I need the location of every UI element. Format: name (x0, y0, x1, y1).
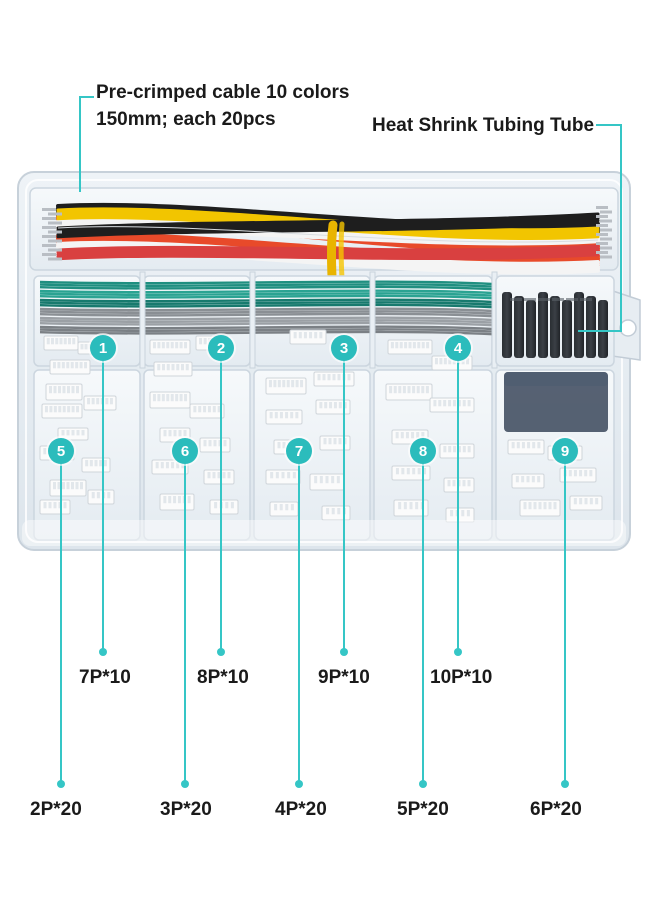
callout-line-2 (220, 361, 222, 652)
callout-dot-5 (57, 780, 65, 788)
compartment-marker-7: 7 (286, 438, 312, 464)
callout-dot-4 (454, 648, 462, 656)
callout-line-9 (564, 464, 566, 784)
cable-callout-horizontal (80, 96, 94, 98)
shrink-callout-vertical (620, 124, 622, 330)
cable-callout-vertical (79, 96, 81, 192)
shrink-callout-horizontal (596, 124, 622, 126)
compartment-label-6: 3P*20 (160, 799, 212, 820)
compartment-label-2: 8P*10 (197, 667, 249, 688)
callout-line-8 (422, 464, 424, 784)
heat-shrink-label: Heat Shrink Tubing Tube (372, 115, 595, 136)
compartment-marker-4: 4 (445, 335, 471, 361)
callout-line-4 (457, 361, 459, 652)
callout-dot-9 (561, 780, 569, 788)
compartment-marker-6: 6 (172, 438, 198, 464)
callout-dot-3 (340, 648, 348, 656)
cable-label-line2: 150mm; each 20pcs (96, 109, 276, 130)
callout-line-1 (102, 361, 104, 652)
heat-shrink-compartment (495, 275, 615, 367)
cable-label-line1: Pre-crimped cable 10 colors (96, 82, 350, 103)
compartment-label-8: 5P*20 (397, 799, 449, 820)
compartment-marker-9: 9 (552, 438, 578, 464)
compartment-label-4: 10P*10 (430, 667, 493, 688)
callout-line-5 (60, 464, 62, 784)
callout-line-6 (184, 464, 186, 784)
cable-label: Pre-crimped cable 10 colors 150mm; each … (96, 81, 349, 132)
callout-dot-2 (217, 648, 225, 656)
shrink-callout-end (578, 330, 622, 332)
compartment-label-1: 7P*10 (79, 667, 131, 688)
compartment-label-3: 9P*10 (318, 667, 370, 688)
callout-dot-8 (419, 780, 427, 788)
compartment-label-5: 2P*20 (30, 799, 82, 820)
box-latch (609, 288, 641, 361)
compartment-label-9: 6P*20 (530, 799, 582, 820)
compartment-label-7: 4P*20 (275, 799, 327, 820)
callout-line-7 (298, 464, 300, 784)
compartment-marker-5: 5 (48, 438, 74, 464)
callout-dot-1 (99, 648, 107, 656)
callout-dot-7 (295, 780, 303, 788)
compartment-marker-3: 3 (331, 335, 357, 361)
callout-dot-6 (181, 780, 189, 788)
compartment-marker-2: 2 (208, 335, 234, 361)
compartment-marker-1: 1 (90, 335, 116, 361)
compartment-marker-8: 8 (410, 438, 436, 464)
pre-crimped-wires (42, 202, 612, 275)
callout-line-3 (343, 361, 345, 652)
